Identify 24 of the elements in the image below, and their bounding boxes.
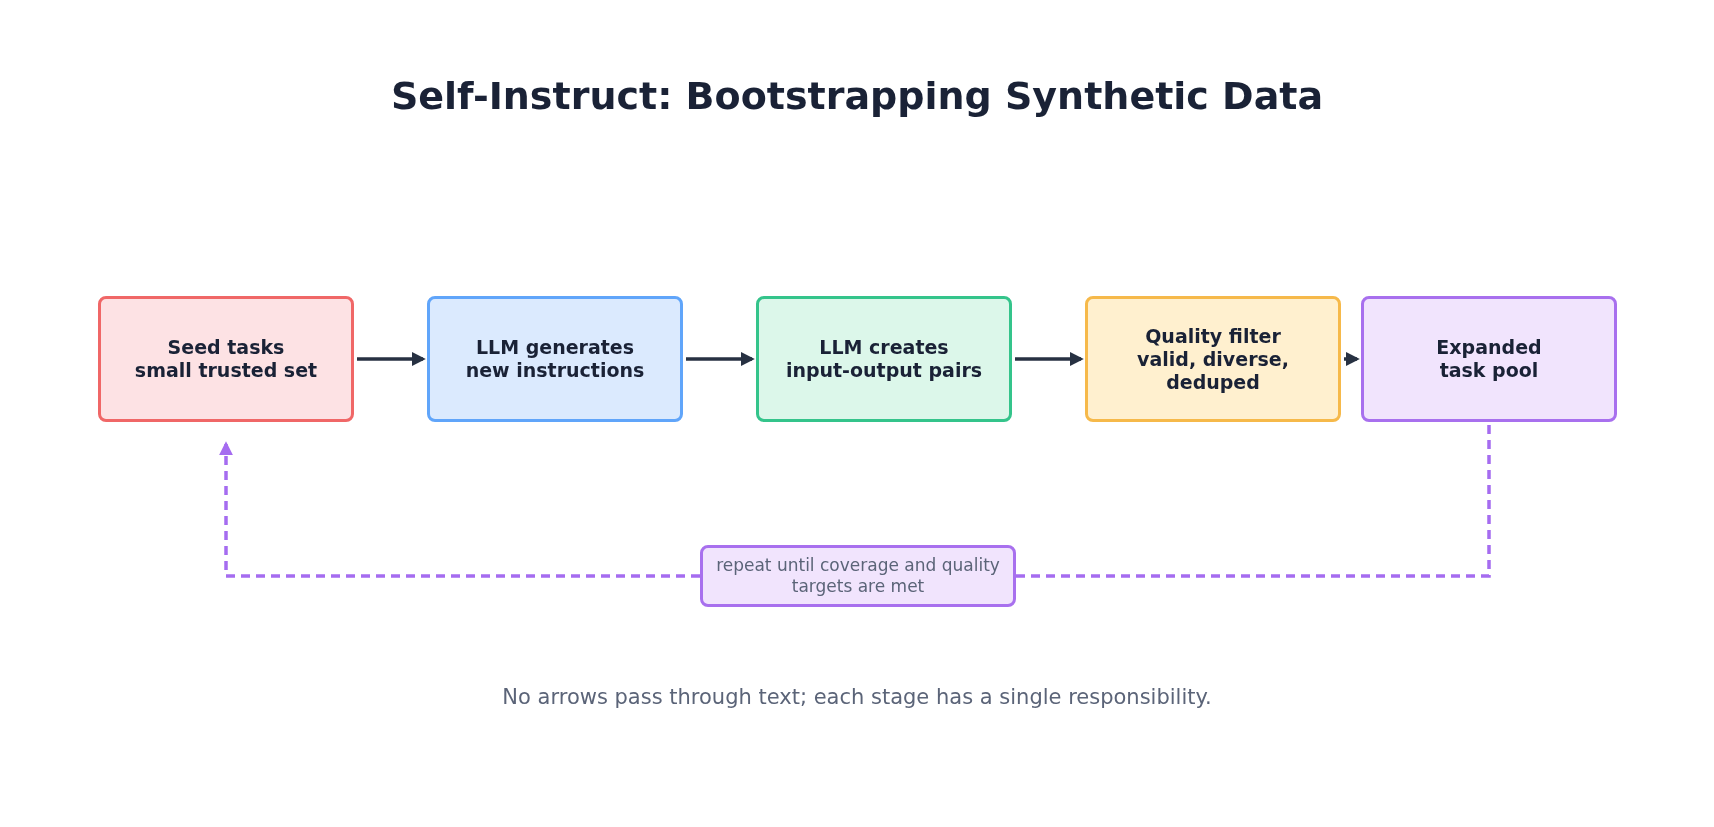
loop-label-box	[700, 545, 1016, 607]
process-box	[1361, 296, 1617, 422]
arrow	[1344, 352, 1360, 366]
stage-text: valid, diverse, deduped	[1136, 347, 1290, 394]
process-box	[427, 296, 683, 422]
arrow	[357, 352, 426, 366]
caption: No arrows pass through text; each stage has a single responsibility.	[502, 684, 1212, 711]
process-box	[1085, 296, 1341, 422]
process-box	[98, 296, 354, 422]
stage-text: LLM creates	[819, 336, 949, 359]
stage-text: Quality filter	[1145, 324, 1281, 348]
stage-text: new instructions	[465, 359, 645, 382]
stage-text: Seed tasks	[167, 336, 285, 359]
arrow	[1015, 352, 1084, 366]
stage-text: LLM generates	[475, 336, 635, 359]
diagram-title: Self-Instruct: Bootstrapping Synthetic Data	[390, 73, 1324, 120]
loop-label: repeat until coverage and quality targets are met	[715, 555, 1001, 597]
stage-text: small trusted set	[134, 359, 318, 382]
stage-text: task pool	[1439, 359, 1539, 382]
stage-text: input-output pairs	[785, 359, 983, 382]
arrow	[686, 352, 755, 366]
stage-text: Expanded	[1436, 336, 1542, 359]
dashed-arrow	[219, 441, 700, 578]
process-box	[756, 296, 1012, 422]
